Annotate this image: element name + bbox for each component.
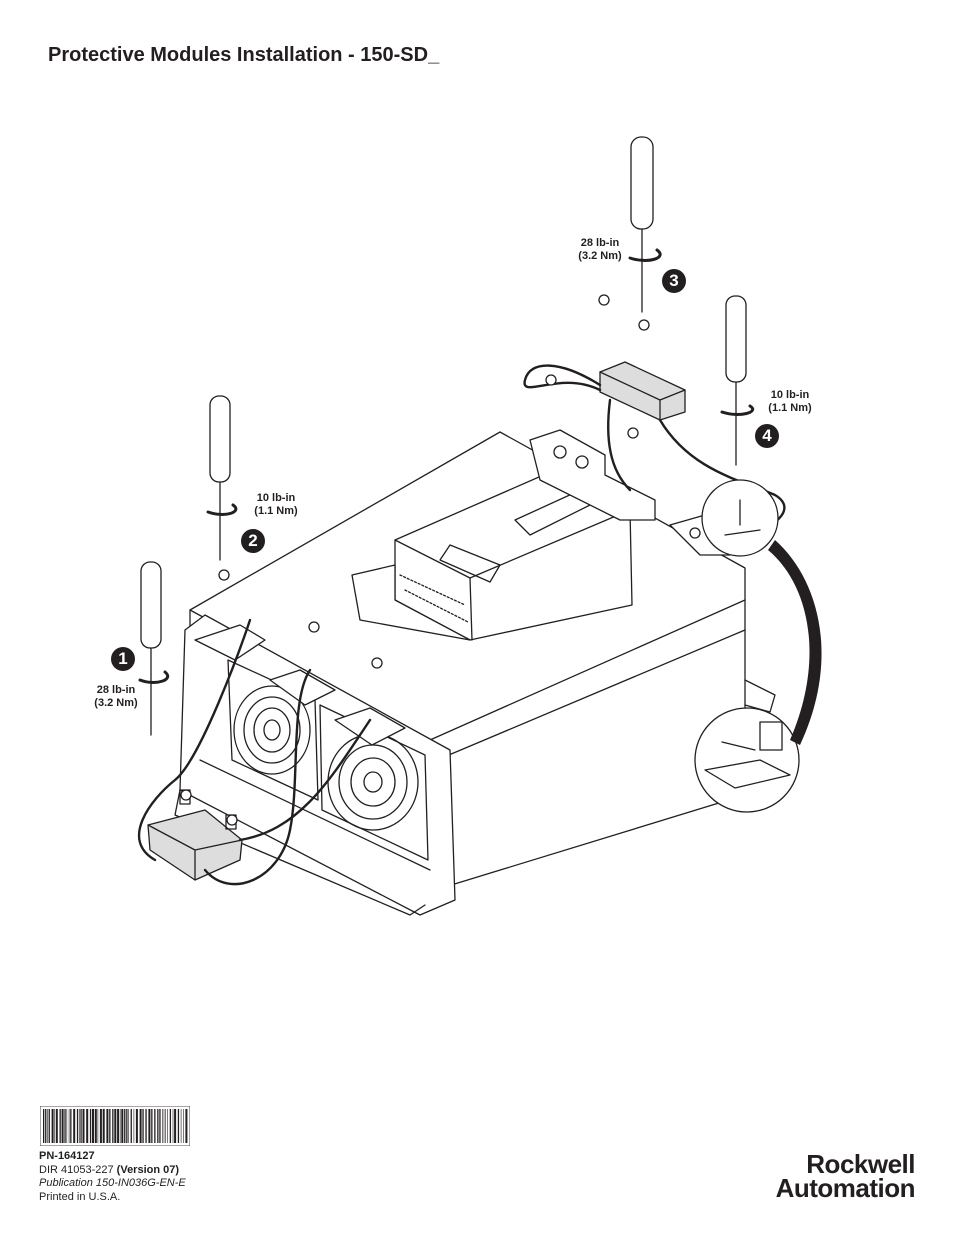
rockwell-automation-logo: Rockwell Automation bbox=[714, 1149, 916, 1203]
torque-metric-4: (1.1 Nm) bbox=[768, 402, 812, 414]
torque-value-4: 10 lb-in bbox=[770, 389, 810, 401]
detail-circle-top bbox=[701, 479, 779, 557]
barcode bbox=[40, 1106, 190, 1146]
torque-value-2: 10 lb-in bbox=[256, 492, 296, 504]
version: (Version 07) bbox=[116, 1163, 180, 1176]
torque-label-2: 10 lb-in (1.1 Nm) bbox=[244, 492, 308, 518]
torque-value-3: 28 lb-in bbox=[580, 237, 620, 249]
upper-protective-module bbox=[599, 361, 686, 421]
screwdriver-3 bbox=[630, 136, 654, 313]
printed-in: Printed in U.S.A. bbox=[39, 1190, 121, 1203]
part-number: PN-164127 bbox=[39, 1150, 95, 1162]
logo-line-2: Automation bbox=[775, 1173, 916, 1203]
torque-label-1: 28 lb-in (3.2 Nm) bbox=[84, 684, 148, 710]
torque-metric-1: (3.2 Nm) bbox=[94, 697, 138, 709]
screwdriver-2 bbox=[209, 395, 231, 561]
detail-circle-bottom bbox=[694, 707, 800, 813]
dir-line: DIR 41053-227 (Version 07) bbox=[39, 1164, 186, 1178]
dir-number: DIR 41053-227 bbox=[39, 1163, 114, 1176]
torque-metric-3: (3.2 Nm) bbox=[578, 250, 622, 262]
torque-label-3: 28 lb-in (3.2 Nm) bbox=[568, 237, 632, 263]
screwdriver-1 bbox=[140, 561, 162, 736]
torque-value-1: 28 lb-in bbox=[96, 684, 136, 696]
callout-band bbox=[768, 540, 822, 745]
torque-label-4: 10 lb-in (1.1 Nm) bbox=[758, 389, 822, 415]
step-badge-2: 2 bbox=[241, 529, 265, 553]
step-badge-1: 1 bbox=[111, 647, 135, 671]
publication: Publication 150-IN036G-EN-E bbox=[39, 1177, 186, 1189]
lower-protective-module bbox=[147, 789, 243, 881]
footer-info: PN-164127 DIR 41053-227 (Version 07) Pub… bbox=[39, 1150, 186, 1204]
torque-metric-2: (1.1 Nm) bbox=[254, 505, 298, 517]
page-title: Protective Modules Installation - 150-SD… bbox=[48, 44, 440, 66]
step-badge-4: 4 bbox=[755, 424, 779, 448]
rotation-arrows bbox=[138, 248, 754, 684]
screwdriver-4 bbox=[725, 295, 747, 466]
wires bbox=[137, 364, 786, 886]
step-badge-3: 3 bbox=[662, 269, 686, 293]
logo-line-1: Rockwell bbox=[806, 1149, 915, 1179]
